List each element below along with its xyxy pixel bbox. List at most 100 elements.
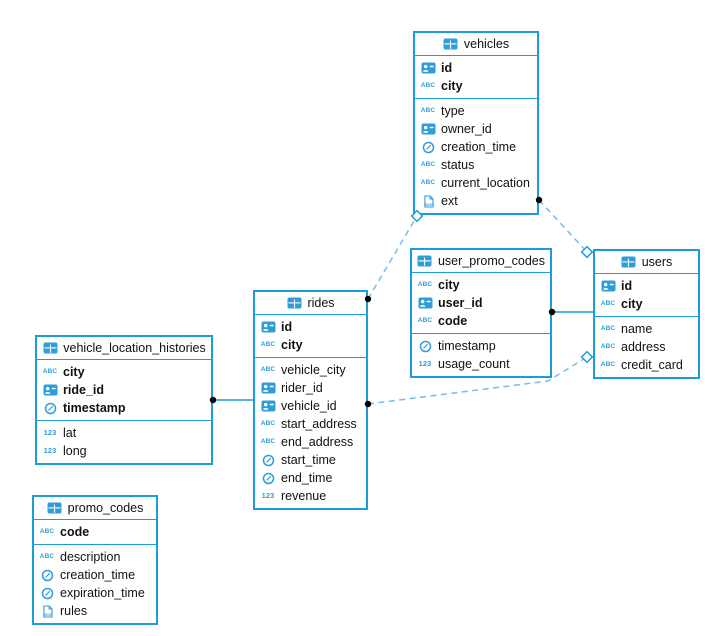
table-title: promo_codes	[67, 501, 144, 515]
field-name: type	[441, 104, 465, 118]
table-icon	[417, 255, 433, 267]
uuid-type-icon	[260, 400, 276, 412]
string-type-icon: ABC	[260, 365, 276, 373]
field-row-code: ABC code	[34, 523, 156, 541]
timestamp-type-icon	[39, 587, 55, 600]
field-name: vehicle_city	[281, 363, 346, 377]
field-row-vehicle-id: vehicle_id	[255, 397, 366, 415]
field-name: name	[621, 322, 653, 336]
table-icon	[286, 297, 302, 309]
diamond-endpoint	[580, 245, 594, 259]
string-type-icon: ABC	[260, 437, 276, 445]
table-vehicles[interactable]: vehicles id ABC city ABC type owner_id	[413, 31, 539, 215]
uuid-type-icon	[260, 321, 276, 333]
field-name: address	[621, 340, 666, 354]
field-row-address: ABC address	[595, 338, 698, 356]
field-row-code: ABC code	[412, 312, 550, 330]
number-type-icon: 123	[261, 491, 275, 501]
field-name: rider_id	[281, 381, 323, 395]
field-name: end_time	[281, 471, 333, 485]
field-row-description: ABC description	[34, 548, 156, 566]
field-name: long	[63, 444, 87, 458]
diamond-endpoint	[580, 350, 594, 364]
table-title: users	[641, 255, 673, 269]
timestamp-type-icon	[260, 454, 276, 467]
field-row-rider-id: rider_id	[255, 379, 366, 397]
field-name: timestamp	[438, 339, 496, 353]
field-row-start-time: start_time	[255, 451, 366, 469]
field-name: city	[441, 79, 463, 93]
number-type-icon: 123	[418, 359, 432, 369]
field-row-end-time: end_time	[255, 469, 366, 487]
table-vehicle-location-histories[interactable]: vehicle_location_histories ABC city ride…	[35, 335, 213, 465]
string-type-icon: ABC	[600, 324, 616, 332]
field-name: code	[438, 314, 468, 328]
string-type-icon: ABC	[600, 360, 616, 368]
field-name: city	[621, 297, 643, 311]
field-name: owner_id	[441, 122, 492, 136]
timestamp-type-icon	[420, 141, 436, 154]
field-row-current-location: ABC current_location	[415, 174, 537, 192]
uuid-type-icon	[600, 280, 616, 292]
field-name: id	[441, 61, 453, 75]
uuid-type-icon	[42, 384, 58, 396]
field-row-creation-time: creation_time	[415, 138, 537, 156]
field-row-city: ABC city	[595, 295, 698, 313]
uuid-type-icon	[420, 123, 436, 135]
table-rides[interactable]: rides id ABC city ABC vehicle_city rider…	[253, 290, 368, 510]
field-row-city: ABC city	[415, 77, 537, 95]
string-type-icon: ABC	[39, 527, 55, 535]
uuid-type-icon	[417, 297, 433, 309]
number-type-icon: 123	[43, 428, 57, 438]
string-type-icon: ABC	[260, 419, 276, 427]
string-type-icon: ABC	[600, 299, 616, 307]
field-row-city: ABC city	[412, 276, 550, 294]
table-icon	[47, 502, 63, 514]
field-name: current_location	[441, 176, 530, 190]
table-title: vehicle_location_histories	[63, 341, 206, 355]
table-users[interactable]: users id ABC city ABC name ABC address A…	[593, 249, 700, 379]
table-title: vehicles	[463, 37, 510, 51]
string-type-icon: ABC	[600, 342, 616, 350]
field-row-user-id: user_id	[412, 294, 550, 312]
field-row-status: ABC status	[415, 156, 537, 174]
timestamp-type-icon	[260, 472, 276, 485]
string-type-icon: ABC	[420, 81, 436, 89]
string-type-icon: ABC	[420, 178, 436, 186]
field-row-revenue: 123 revenue	[255, 487, 366, 505]
field-row-ride-id: ride_id	[37, 381, 211, 399]
field-row-owner-id: owner_id	[415, 120, 537, 138]
field-name: rules	[60, 604, 88, 618]
field-name: end_address	[281, 435, 354, 449]
number-type-icon: 123	[43, 446, 57, 456]
field-row-long: 123 long	[37, 442, 211, 460]
field-row-creation-time: creation_time	[34, 566, 156, 584]
field-row-timestamp: timestamp	[37, 399, 211, 417]
field-row-city: ABC city	[37, 363, 211, 381]
svg-text:JSON: JSON	[43, 612, 53, 616]
table-user-promo-codes[interactable]: user_promo_codes ABC city user_id ABC co…	[410, 248, 552, 378]
field-name: creation_time	[441, 140, 517, 154]
table-icon	[443, 38, 459, 50]
field-row-credit-card: ABC credit_card	[595, 356, 698, 374]
field-row-id: id	[415, 59, 537, 77]
table-header: promo_codes	[34, 497, 156, 520]
field-row-vehicle-city: ABC vehicle_city	[255, 361, 366, 379]
table-header: vehicle_location_histories	[37, 337, 211, 360]
table-title: user_promo_codes	[437, 254, 545, 268]
field-row-rules: JSON rules	[34, 602, 156, 620]
field-row-usage-count: 123 usage_count	[412, 355, 550, 373]
string-type-icon: ABC	[42, 367, 58, 375]
string-type-icon: ABC	[260, 340, 276, 348]
table-header: rides	[255, 292, 366, 315]
field-name: start_time	[281, 453, 336, 467]
field-row-expiration-time: expiration_time	[34, 584, 156, 602]
field-row-id: id	[595, 277, 698, 295]
field-name: city	[438, 278, 460, 292]
field-name: timestamp	[63, 401, 126, 415]
field-name: ext	[441, 194, 458, 208]
table-promo-codes[interactable]: promo_codes ABC code ABC description cre…	[32, 495, 158, 625]
field-name: revenue	[281, 489, 327, 503]
string-type-icon: ABC	[39, 552, 55, 560]
